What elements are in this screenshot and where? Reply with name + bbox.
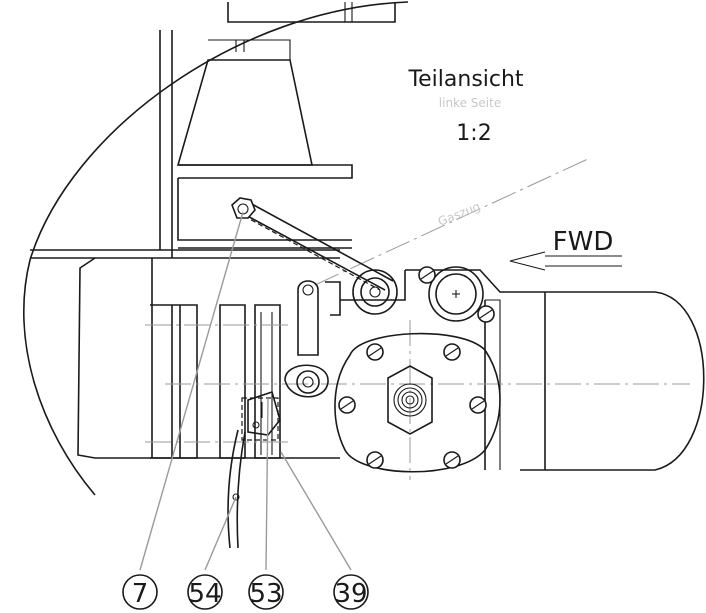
upper-housing — [176, 2, 396, 249]
carburettor-boss — [418, 266, 495, 323]
frame-lines — [30, 30, 340, 259]
direction-arrow-icon — [509, 251, 622, 271]
balloon-39-label: 39 — [334, 579, 367, 609]
throttle-linkage-rod — [231, 197, 398, 315]
balloon-54-label: 54 — [188, 579, 221, 609]
carburettor-body — [334, 332, 501, 473]
balloon-7: 7 — [122, 574, 158, 610]
balloon-39: 39 — [333, 574, 369, 610]
view-subtitle: linke Seite — [439, 96, 501, 110]
balloon-7-label: 7 — [132, 579, 149, 609]
right-housing — [340, 269, 705, 471]
balloon-54: 54 — [187, 574, 223, 610]
view-scale: 1:2 — [456, 121, 491, 146]
balloon-53: 53 — [248, 574, 284, 610]
balloon-53-label: 53 — [249, 579, 282, 609]
direction-label: FWD — [553, 227, 614, 257]
leader-lines — [139, 211, 352, 571]
throttle-cable-label: Gaszug — [436, 199, 482, 229]
throttle-lever — [284, 280, 341, 398]
cable-bracket — [241, 390, 281, 441]
engine-block — [77, 257, 340, 459]
direction-arrow: FWD — [509, 227, 622, 271]
detail-view-boundary — [23, 1, 409, 496]
view-title: Teilansicht — [407, 67, 523, 92]
throttle-cable — [227, 429, 246, 549]
